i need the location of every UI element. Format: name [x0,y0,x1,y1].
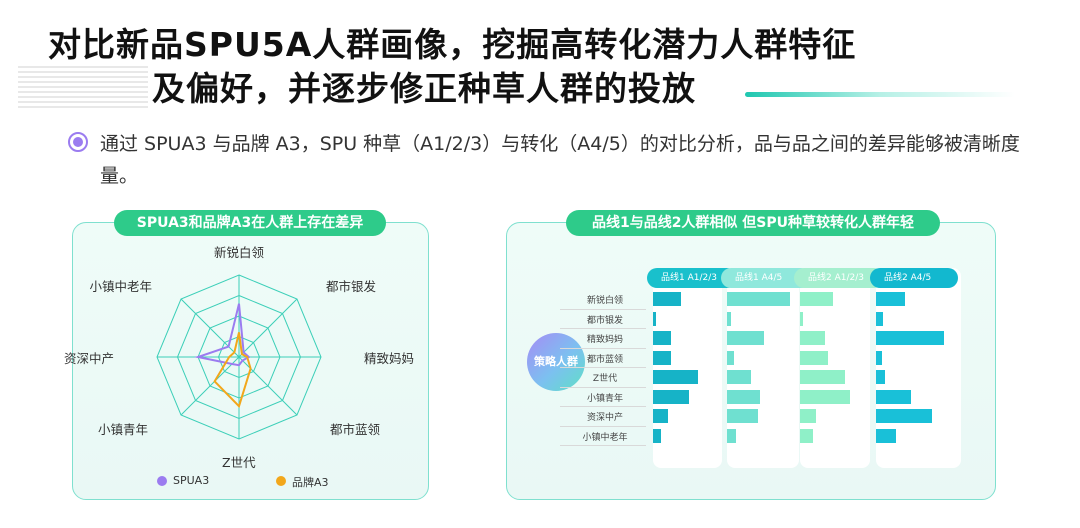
bar-品线2 A1/2/3-小镇中老年 [800,428,813,443]
radar-axis-label: 新锐白领 [214,244,265,260]
radar-axis-label: 都市银发 [325,278,376,294]
bar-品线1 A4/5-新锐白领 [727,292,790,306]
bar-品线2 A4/5-Z世代 [876,370,885,384]
bar-row-label: Z世代 [592,374,618,384]
bar-品线1 A1/2/3-小镇中老年 [653,428,661,443]
radar-axis-label: 精致妈妈 [364,350,415,366]
bar-品线1 A1/2/3-新锐白领 [653,292,681,306]
radar-spoke [180,356,240,416]
bar-品线1 A4/5-Z世代 [727,370,751,384]
bar-品线1 A1/2/3-都市蓝领 [653,350,672,365]
bar-品线1 A1/2/3-精致妈妈 [653,331,672,345]
bar-row-divider [560,367,646,368]
bar-row-label: 小镇青年 [586,393,623,404]
bar-row-label: 新锐白领 [586,296,623,306]
bar-品线2 A4/5-资深中产 [876,409,933,423]
bar-row-divider [560,308,646,310]
bar-品线1 A4/5-精致妈妈 [727,331,764,345]
legend-dot [276,476,286,486]
bar-column-header: 品线1 A4/5 [721,268,811,288]
description-text: 通过 SPUA3 与品牌 A3，SPU 种草（A1/2/3）与转化（A4/5）的… [100,133,1020,187]
bar-column-header: 品线2 A1/2/3 [794,268,884,288]
bar-品线2 A4/5-小镇中老年 [876,428,897,443]
legend-dot [157,476,167,486]
bar-row-label: 都市银发 [586,315,623,326]
bar-row-label: 精致妈妈 [586,335,623,345]
bar-品线1 A1/2/3-Z世代 [653,370,698,384]
bar-panel-title: 品线1与品线2人群相似 但SPU种草较转化人群年轻 [566,210,940,236]
bar-row-label: 资深中产 [586,413,623,423]
bar-column-header: 品线2 A4/5 [870,268,958,288]
bar-品线2 A1/2/3-资深中产 [800,409,816,423]
legend-label: 品牌A3 [292,476,329,489]
bar-品线1 A1/2/3-资深中产 [653,409,668,423]
bar-品线1 A1/2/3-都市银发 [653,311,657,326]
bar-row-divider [560,406,646,407]
bar-品线2 A4/5-都市蓝领 [876,350,882,365]
bar-品线1 A4/5-资深中产 [727,409,759,423]
bar-品线2 A1/2/3-精致妈妈 [800,331,825,345]
bar-品线2 A1/2/3-都市蓝领 [800,350,828,365]
radar-axis-label: 都市蓝领 [329,422,380,438]
radar-axis-label: 小镇青年 [98,422,149,438]
bar-品线1 A4/5-小镇青年 [727,389,761,404]
strategy-crowd-badge: 策略人群 [527,333,585,391]
bar-品线2 A1/2/3-都市银发 [800,311,803,326]
radar-spoke [238,298,298,358]
bar-品线1 A4/5-都市蓝领 [727,350,735,365]
bar-row-divider [560,347,646,349]
bar-品线2 A1/2/3-Z世代 [800,370,845,384]
bar-row-divider [560,386,646,388]
decorative-underline [745,92,1015,97]
bar-row-label: 都市蓝领 [586,354,623,365]
bar-品线1 A1/2/3-小镇青年 [653,389,690,404]
bar-row-divider [560,328,646,329]
radar-axis-label: Z世代 [222,454,256,470]
bar-品线2 A1/2/3-新锐白领 [800,292,833,306]
bullet-icon [68,132,88,152]
radar-panel-title: SPUA3和品牌A3在人群上存在差异 [114,210,386,236]
page-title-line1: 对比新品SPU5A人群画像，挖掘高转化潜力人群特征 [48,25,857,64]
bar-row-label: 小镇中老年 [582,432,628,443]
bar-品线2 A4/5-小镇青年 [876,389,911,404]
bar-品线2 A4/5-新锐白领 [876,292,905,306]
legend-label: SPUA3 [173,474,210,487]
bar-column-header: 品线1 A1/2/3 [647,268,737,288]
bar-品线2 A4/5-都市银发 [876,311,884,326]
radar-series-SPUA3 [194,303,251,367]
bar-品线1 A4/5-都市银发 [727,311,732,326]
decorative-stripes [18,66,148,108]
bar-row-divider [560,425,646,427]
bar-row-divider [560,445,646,446]
bar-品线1 A4/5-小镇中老年 [727,428,736,443]
bar-品线2 A4/5-精致妈妈 [876,331,945,345]
bar-品线2 A1/2/3-小镇青年 [800,389,850,404]
radar-axis-label: 小镇中老年 [89,278,153,294]
radar-spoke [238,356,298,416]
radar-axis-label: 资深中产 [64,350,115,366]
radar-series-品牌A3 [213,332,252,409]
page-title-line2: 及偏好，并逐步修正种草人群的投放 [152,69,696,108]
